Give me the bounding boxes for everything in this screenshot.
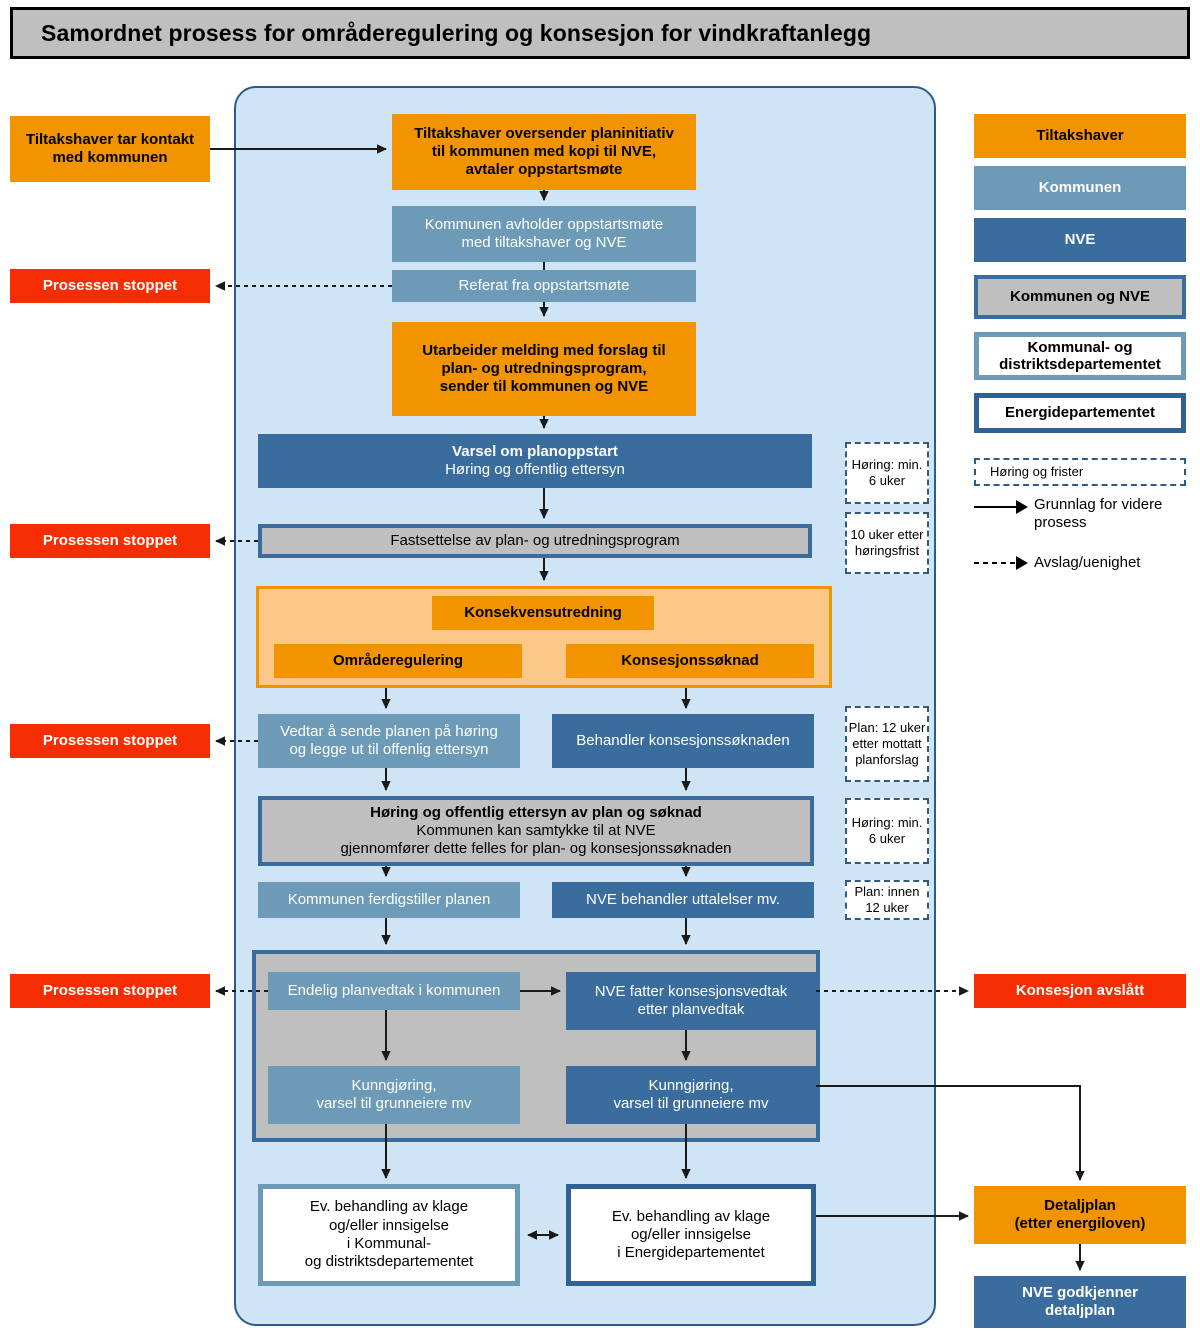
legend-item-tiltakshaver: Tiltakshaver [974, 114, 1186, 158]
node-endelig-planvedtak[interactable]: Endelig planvedtak i kommunen [268, 972, 520, 1010]
legend-arrow-dotted-row: Avslag/uenighet [974, 552, 1186, 574]
node-prosessen-stoppet-2[interactable]: Prosessen stoppet [10, 524, 210, 558]
node-klage-kommunaldept[interactable]: Ev. behandling av klage og/eller innsige… [258, 1184, 520, 1286]
node-varsel-om-planoppstart[interactable]: Varsel om planoppstart Høring og offentl… [258, 434, 812, 488]
node-kunngjoring-nve[interactable]: Kunngjøring, varsel til grunneiere mv [566, 1066, 816, 1124]
node-kunngjoring-kommunen[interactable]: Kunngjøring, varsel til grunneiere mv [268, 1066, 520, 1124]
node-oversender-planinitiativ[interactable]: Tiltakshaver oversender planinitiativ ti… [392, 114, 696, 190]
legend-item-nve: NVE [974, 218, 1186, 262]
node-behandler-konsesjonssoknaden[interactable]: Behandler konsesjonssøknaden [552, 714, 814, 768]
node-fastsettelse-plan-utredningsprogram[interactable]: Fastsettelse av plan- og utredningsprogr… [258, 524, 812, 558]
page-title: Samordnet prosess for områderegulering o… [41, 19, 872, 46]
node-prosessen-stoppet-4[interactable]: Prosessen stoppet [10, 974, 210, 1008]
node-referat-oppstartsmote[interactable]: Referat fra oppstartsmøte [392, 270, 696, 302]
node-klage-energidept[interactable]: Ev. behandling av klage og/eller innsige… [566, 1184, 816, 1286]
legend-item-kommunen-og-nve: Kommunen og NVE [974, 275, 1186, 319]
legend-horing-og-frister: Høring og frister [974, 458, 1186, 486]
note-plan-12-uker-etter-planforslag: Plan: 12 uker etter mottatt planforslag [845, 706, 929, 782]
node-utarbeider-melding[interactable]: Utarbeider melding med forslag til plan-… [392, 322, 696, 416]
node-detaljplan[interactable]: Detaljplan (etter energiloven) [974, 1186, 1186, 1244]
note-horing-min-6-uker-1: Høring: min. 6 uker [845, 442, 929, 504]
node-kommunen-ferdigstiller[interactable]: Kommunen ferdigstiller planen [258, 882, 520, 918]
node-nve-fatter-konsesjonsvedtak[interactable]: NVE fatter konsesjonsvedtak etter planve… [566, 972, 816, 1030]
node-konsekvensutredning[interactable]: Konsekvensutredning [432, 596, 654, 630]
node-nve-godkjenner-detaljplan[interactable]: NVE godkjenner detaljplan [974, 1276, 1186, 1328]
solid-arrow-icon [974, 500, 1028, 514]
legend-item-kommunen: Kommunen [974, 166, 1186, 210]
node-prosessen-stoppet-3[interactable]: Prosessen stoppet [10, 724, 210, 758]
node-konsesjonssoknad[interactable]: Konsesjonssøknad [566, 644, 814, 678]
note-horing-min-6-uker-2: Høring: min. 6 uker [845, 798, 929, 864]
start-line-1: Tiltakshaver tar kontakt [25, 130, 195, 148]
legend-arrow-solid-row: Grunnlag for videre prosess [974, 496, 1186, 533]
note-10-uker-etter-horingsfrist: 10 uker etter høringsfrist [845, 512, 929, 574]
note-plan-innen-12-uker: Plan: innen 12 uker [845, 880, 929, 920]
node-omraaderegulering[interactable]: Områderegulering [274, 644, 522, 678]
node-konsesjon-avslatt[interactable]: Konsesjon avslått [974, 974, 1186, 1008]
node-vedtar-sende-planen[interactable]: Vedtar å sende planen på høring og legge… [258, 714, 520, 768]
dotted-arrow-icon [974, 556, 1028, 570]
legend-item-energidepartementet: Energidepartementet [974, 393, 1186, 433]
node-avholder-oppstartsmote[interactable]: Kommunen avholder oppstartsmøte med tilt… [392, 206, 696, 262]
node-horing-offentlig-ettersyn[interactable]: Høring og offentlig ettersyn av plan og … [258, 796, 814, 866]
node-prosessen-stoppet-1[interactable]: Prosessen stoppet [10, 269, 210, 303]
legend-item-kommunal-distriktsdept: Kommunal- og distriktsdepartementet [974, 332, 1186, 380]
page-title-bar: Samordnet prosess for områderegulering o… [10, 7, 1190, 59]
start-line-2: med kommunen [52, 149, 168, 166]
node-nve-behandler-uttalelser[interactable]: NVE behandler uttalelser mv. [552, 882, 814, 918]
